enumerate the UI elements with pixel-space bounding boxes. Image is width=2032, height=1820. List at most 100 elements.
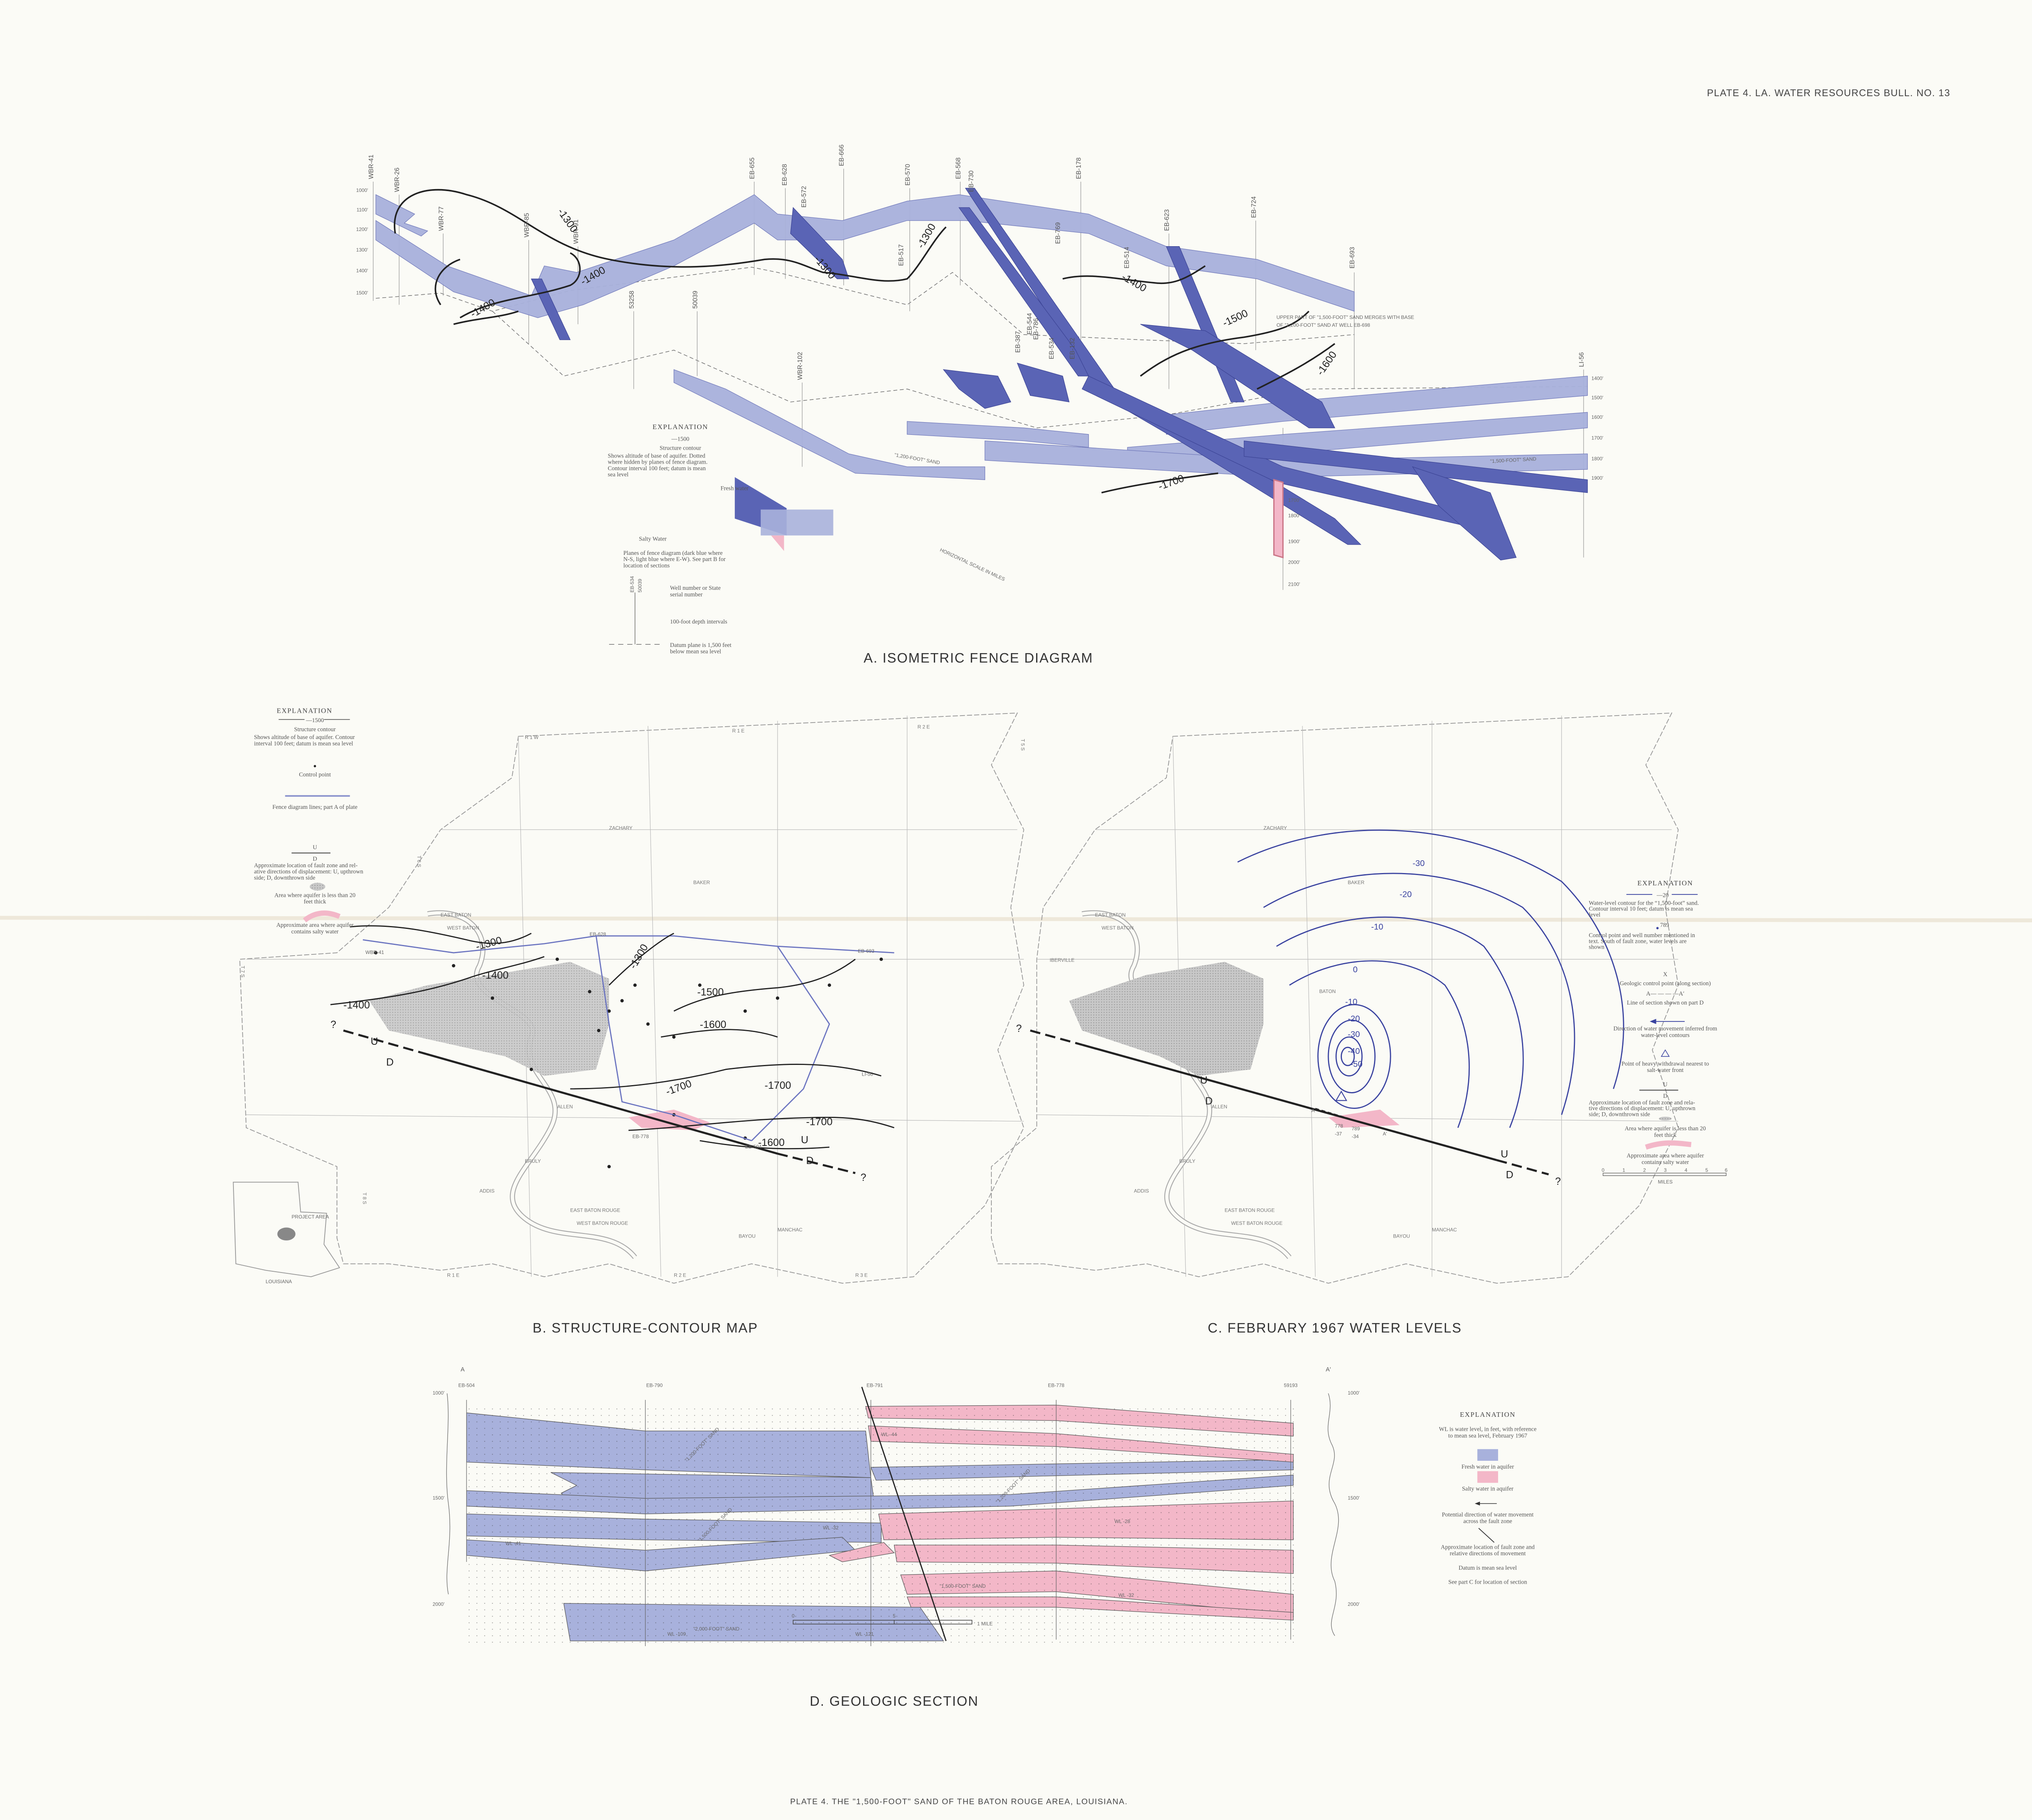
fence-legend-fresh: Fresh water — [720, 485, 748, 492]
map-c-place: IBERVILLE — [1050, 957, 1074, 963]
fence-well-label: WBR-26 — [394, 167, 401, 192]
map-c-scale-bar — [1603, 1173, 1727, 1176]
plate-reference: PLATE 4. LA. WATER RESOURCES BULL. NO. 1… — [1707, 88, 1950, 99]
map-b-grid-label: R 1 E — [732, 728, 744, 734]
section-legend-text: relative directions of movement — [1450, 1550, 1526, 1557]
map-b-legend-text: Approximate location of fault zone and r… — [254, 862, 358, 869]
map-c-legend-text: Contour interval 10 feet; datum is mean … — [1589, 906, 1693, 912]
legend-withdrawal — [1660, 1049, 1670, 1057]
map-c-legend-text: Area where aquifer is less than 20 — [1625, 1125, 1706, 1132]
fence-well-label: WBR-85 — [523, 213, 530, 238]
structure-contour-map — [233, 712, 1024, 1284]
map-b-place: WEST BATON — [447, 925, 479, 931]
fence-legend-text: Planes of fence diagram (dark blue where — [623, 550, 723, 557]
section-depth-label: 1000' — [433, 1390, 445, 1396]
map-b-contour-label: -1700 — [764, 1080, 791, 1091]
map-c-fault-down: D — [1205, 1095, 1212, 1107]
map-b-grid-label: T 6 S — [416, 856, 422, 867]
section-well-label: EB-791 — [866, 1382, 883, 1388]
map-b-grid-label: T 7 S — [240, 966, 245, 977]
map-c-place: ZACHARY — [1263, 825, 1287, 831]
section-legend-text: Salty water in aquifer — [1462, 1486, 1513, 1492]
section-legend-text: Datum is mean sea level — [1459, 1565, 1517, 1571]
section-well-label: EB-504 — [458, 1382, 475, 1388]
section-sand-label: "2,000-FOOT" SAND — [693, 1626, 740, 1632]
fence-salty-plane — [1273, 479, 1284, 559]
map-c-water-contours — [1237, 829, 1624, 1128]
map-c-place: MANCHAC — [1432, 1227, 1457, 1233]
map-c-contour-label: -20 — [1399, 889, 1412, 899]
map-b-legend-text: Approximate area where aquifer — [276, 922, 353, 928]
map-c-salty-area — [1328, 1109, 1400, 1128]
fence-legend-salty: Salty Water — [639, 536, 667, 542]
map-b-control-points — [374, 951, 883, 1169]
text-labels: PLATE 4. LA. WATER RESOURCES BULL. NO. 1… — [240, 88, 1950, 1806]
map-b-well-label: EB-628 — [590, 931, 606, 937]
map-c-legend-text: Point of heavy withdrawal nearest to — [1621, 1060, 1709, 1067]
fence-well-label: EB-387 — [1014, 331, 1021, 353]
map-b-grid-label: R 3 E — [855, 1272, 868, 1278]
fence-well-label: WBR-102 — [797, 352, 804, 380]
fence-legend-text: location of sections — [623, 562, 670, 569]
map-c-legend-heading: EXPLANATION — [1637, 879, 1693, 887]
map-c-section-end: A' — [1383, 1131, 1387, 1137]
fence-depth-label: 1400' — [1591, 375, 1603, 381]
fence-depth-label: 1700' — [1288, 497, 1300, 503]
fence-sand-label: "1,500-FOOT" SAND — [1490, 456, 1536, 464]
map-b-contour-label: -1600 — [758, 1137, 785, 1148]
map-b-fault — [343, 1029, 856, 1174]
section-sand-label: "1,500-FOOT" SAND — [940, 1583, 986, 1589]
map-c-fault-up: U — [1200, 1075, 1208, 1086]
map-b-grid-label: T 8 S — [362, 1192, 367, 1204]
map-b-legend-text: interval 100 feet; datum is mean sea lev… — [254, 741, 353, 747]
map-b-fault-up: U — [801, 1134, 808, 1146]
fence-well-label: 53258 — [628, 291, 635, 309]
fence-well-label: 50039 — [692, 291, 699, 309]
map-c-legend-text: side; D, downthrown side — [1589, 1111, 1650, 1118]
section-wl-label: WL -109 — [667, 1631, 686, 1637]
map-b-legend-heading: EXPLANATION — [277, 707, 333, 715]
section-legend-text: Potential direction of water movement — [1442, 1512, 1533, 1518]
map-c-legend-text: contains salty water — [1642, 1159, 1689, 1166]
section-end-a: A — [461, 1366, 465, 1373]
map-b-well-label: LI-56 — [862, 1072, 873, 1077]
map-b-place: MANCHAC — [778, 1227, 803, 1233]
fence-depth-label: 1100' — [356, 207, 368, 213]
section-well-logs — [446, 1393, 1339, 1646]
fence-well-label: EB-724 — [1250, 196, 1257, 218]
fence-note: OF "1,200-FOOT" SAND AT WELL EB-698 — [1277, 322, 1370, 328]
map-c-section-line — [1315, 1108, 1381, 1128]
section-wl-label: WL -121 — [855, 1631, 874, 1637]
map-b-salty-area — [628, 1109, 710, 1131]
map-b-legend-contour: —1500 — [305, 717, 323, 724]
legend-thin-area — [309, 882, 326, 891]
section-well-label: EB-790 — [646, 1382, 663, 1388]
section-scale-label: 0 — [792, 1613, 794, 1619]
map-c-fault-down: D — [1506, 1169, 1513, 1181]
map-c-place: EAST BATON — [1095, 912, 1126, 918]
map-b-contours — [330, 925, 895, 1150]
map-b-legend-text: side; D, downthrown side — [254, 875, 315, 881]
map-c-legend-text: water-level contours — [1641, 1032, 1690, 1039]
map-b-place: EAST BATON ROUGE — [570, 1208, 620, 1213]
fence-well-label: EB-570 — [904, 164, 911, 186]
water-level-map — [991, 712, 1679, 1284]
map-c-legend-text: shown — [1589, 944, 1605, 951]
map-c-place: EAST BATON ROUGE — [1225, 1208, 1275, 1213]
fence-depth-label: 1800' — [1591, 456, 1603, 462]
section-depth-label: 2000' — [433, 1601, 445, 1607]
withdrawal-point-icon — [1335, 1090, 1347, 1101]
fence-well-label: EB-534 — [1048, 337, 1055, 359]
map-b-legend-text: feet thick — [304, 898, 326, 905]
fence-contours — [394, 189, 1335, 494]
map-c-scale-tick: 6 — [1725, 1167, 1728, 1173]
section-title: D. GEOLOGIC SECTION — [810, 1694, 979, 1709]
legend-control-point — [314, 765, 316, 767]
fence-depth-label: 1000' — [356, 187, 368, 193]
map-c-legend-text: tive directions of displacement: U, upth… — [1589, 1105, 1696, 1112]
map-b-grid-label: T 5 S — [1020, 739, 1026, 751]
section-wl-label: WL -28 — [1115, 1518, 1130, 1524]
fence-legend-sample-well: 50039 — [637, 579, 643, 593]
section-sand-stipple — [466, 1405, 1296, 1645]
map-b-contour-label: -1400 — [482, 970, 509, 981]
